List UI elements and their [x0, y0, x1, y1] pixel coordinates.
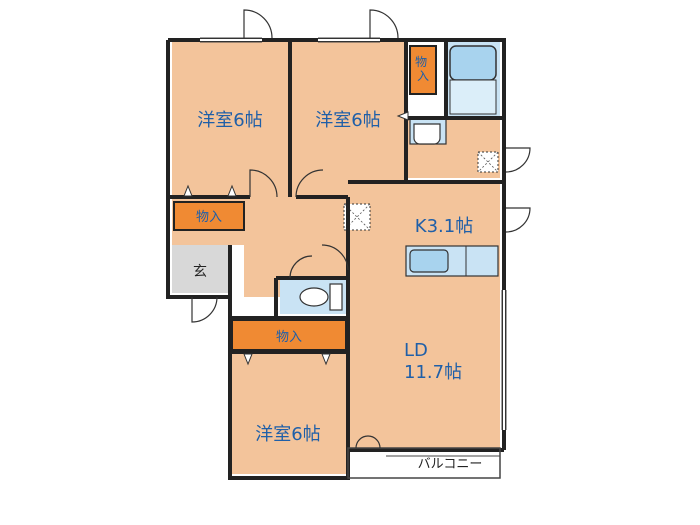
door-toilet — [289, 255, 313, 279]
door-ld — [321, 244, 349, 271]
wet-areas — [280, 42, 500, 314]
closet-labels: 物入 物入 物 入 — [196, 55, 431, 345]
shower-floor — [449, 79, 497, 115]
door-top-left — [243, 9, 273, 39]
closet-3-label: 物 入 — [415, 55, 431, 83]
door-entrance — [191, 296, 218, 323]
western-room-3-label: 洋室6帖 — [255, 424, 320, 445]
door-top-right — [369, 9, 399, 39]
door-swings — [191, 9, 531, 449]
closet-1-box — [173, 201, 245, 231]
closet-3-label-char-1: 物 — [415, 55, 427, 69]
closet-3-box — [409, 45, 437, 95]
door-exterior-right-1 — [505, 147, 531, 173]
entrance-label: 玄 — [193, 263, 207, 280]
balcony-area — [348, 448, 500, 476]
western-room-2-area — [292, 42, 406, 197]
western-room-1-area — [172, 42, 288, 197]
kitchen-sink-icon — [409, 249, 449, 273]
closet-1-label: 物入 — [196, 210, 222, 225]
balcony-rail — [347, 447, 501, 479]
living-dining-area — [348, 276, 500, 448]
room-fills — [172, 42, 500, 476]
door-room1 — [249, 169, 278, 198]
western-room-2-label: 洋室6帖 — [315, 110, 380, 131]
walls — [166, 38, 506, 480]
door-exterior-right-2 — [505, 207, 531, 233]
ld-label: LD — [404, 340, 428, 361]
windows — [200, 39, 505, 430]
door-room2 — [295, 169, 324, 198]
balcony-label: バルコニー — [418, 457, 483, 472]
closet-door-marks — [183, 111, 409, 366]
western-room-1-label: 洋室6帖 — [197, 110, 262, 131]
closet-3-label-char-2: 入 — [417, 69, 429, 83]
toilet-tank-icon — [329, 283, 343, 311]
room-labels: 洋室6帖 洋室6帖 洋室6帖 K3.1帖 LD 11.7帖 玄 バルコニー — [193, 110, 482, 472]
ld-size-label: 11.7帖 — [404, 362, 462, 383]
kitchen-label: K3.1帖 — [415, 216, 473, 237]
door-balcony — [355, 435, 381, 449]
bathtub-icon — [449, 45, 497, 81]
closet-2-label: 物入 — [276, 330, 302, 345]
entrance-area — [172, 245, 230, 293]
toilet-bowl-icon — [299, 287, 329, 307]
western-room-3-area — [230, 352, 348, 474]
washbasin-icon — [413, 123, 441, 145]
